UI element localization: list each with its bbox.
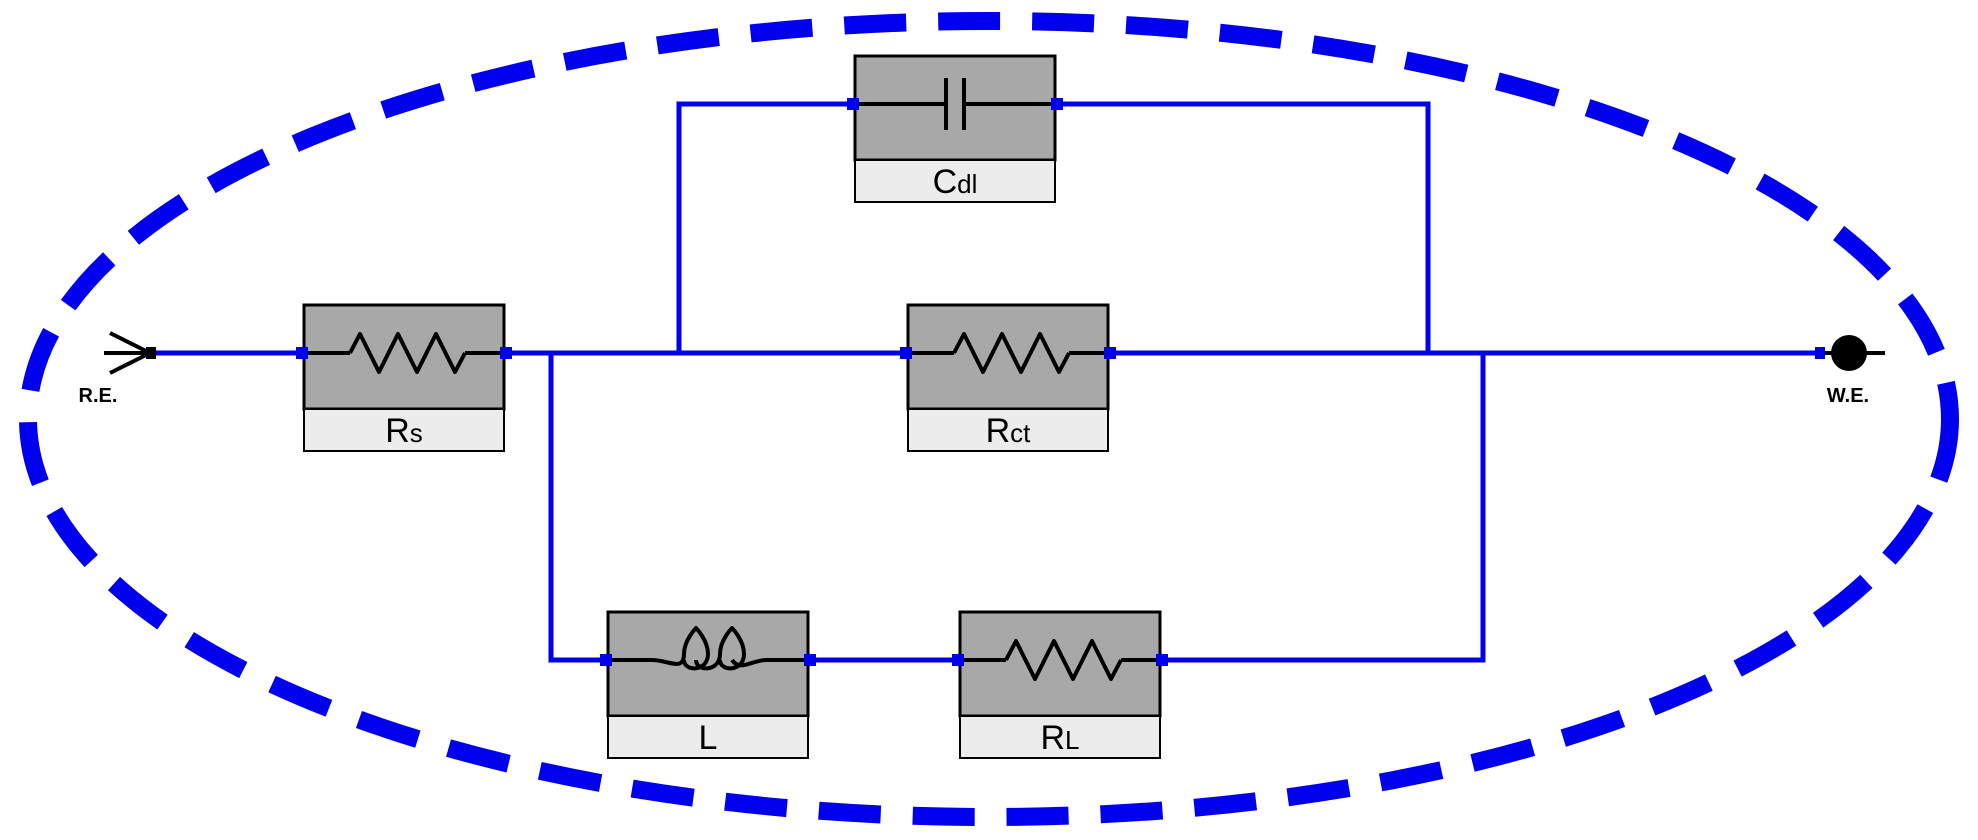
working-electrode-label: W.E. [1827,385,1869,407]
cdl-label: Cdl [933,163,978,201]
reference-electrode-label: R.E. [79,385,118,407]
component-rct: Rct [900,303,1116,452]
component-cdl: Cdl [847,54,1063,203]
arrow-terminal-icon [104,331,156,375]
filled-circle-terminal-icon [1815,335,1885,371]
rs-component-body [302,303,506,411]
inductor-icon [600,626,816,671]
wire-cdl-branch-left [676,101,854,356]
l-label: L [699,719,718,757]
wire-inductive-branch-right [1160,350,1486,663]
resistor-icon [296,332,512,374]
rct-label-box [907,408,1109,452]
rct-component-body [906,303,1110,411]
component-rs: Rs [296,303,512,452]
dashed-boundary-ellipse [19,12,1959,826]
resistor-icon [900,332,1116,374]
l-component-body [606,610,810,718]
rl-label: RL [1040,719,1079,757]
circuit-wires [147,101,1822,663]
component-l: L [600,610,816,759]
working-electrode-terminal: W.E. [1815,335,1885,407]
reference-electrode-terminal: R.E. [79,331,156,407]
rs-label-box [303,408,505,452]
rs-label: Rs [385,412,423,450]
cdl-label-box [854,159,1056,203]
resistor-icon [952,639,1168,681]
rl-component-body [958,610,1162,718]
l-label-box [607,715,809,759]
rl-label-box [959,715,1161,759]
capacitor-icon [847,78,1063,130]
wire-inductive-branch-left [548,350,607,663]
rct-label: Rct [986,412,1032,450]
cdl-component-body [853,54,1057,162]
component-rl: RL [952,610,1168,759]
wire-cdl-branch-right [1054,101,1431,356]
